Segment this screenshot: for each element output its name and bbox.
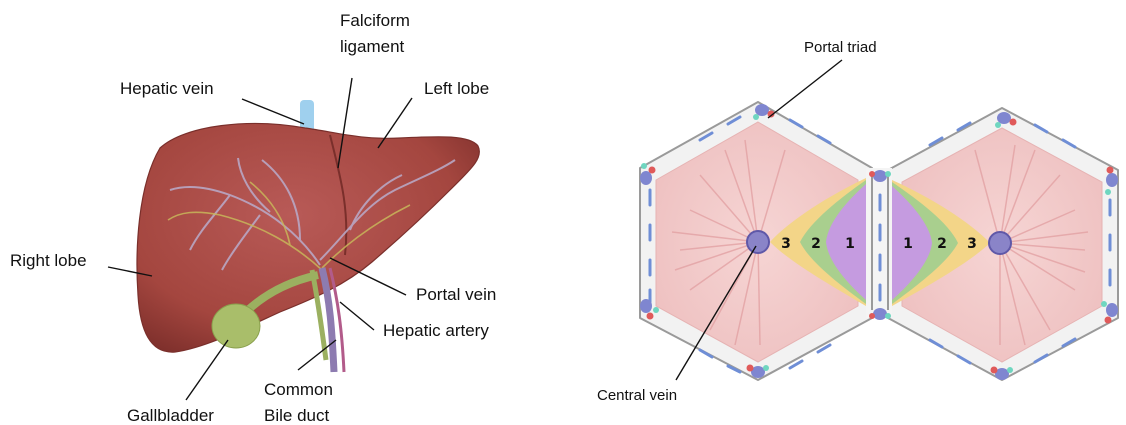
right-zone-1-label: 1 [903,236,913,252]
hepatic-artery-label: Hepatic artery [383,321,489,340]
portal-vein-label: Portal vein [416,285,496,304]
right-lobe-label: Right lobe [10,251,87,270]
portal-triad-label: Portal triad [804,39,877,56]
left-lobe-label: Left lobe [424,79,489,98]
left-zone-1-label: 1 [845,236,855,252]
portal-triad-leader [768,60,842,118]
central-vein-label: Central vein [597,387,677,404]
hepatic-vein-label: Hepatic vein [120,79,214,98]
falciform-label-line1: Falciform [340,11,410,30]
left-zone-3-label: 3 [781,236,791,252]
left-central-vein [747,231,769,253]
right-zone-2-label: 2 [937,236,947,252]
left-zone-2-label: 2 [811,236,821,252]
right-central-vein [989,232,1011,254]
gallbladder-shape [212,304,260,348]
falciform-label-line2: ligament [340,37,405,56]
right-zone-3-label: 3 [967,236,977,252]
gallbladder-label: Gallbladder [127,406,214,425]
liver-body [137,124,479,353]
common-bile-label-line1: Common [264,380,333,399]
lobule-diagram: 3 2 1 1 2 3 [640,102,1118,380]
common-bile-label-line2: Bile duct [264,406,329,425]
